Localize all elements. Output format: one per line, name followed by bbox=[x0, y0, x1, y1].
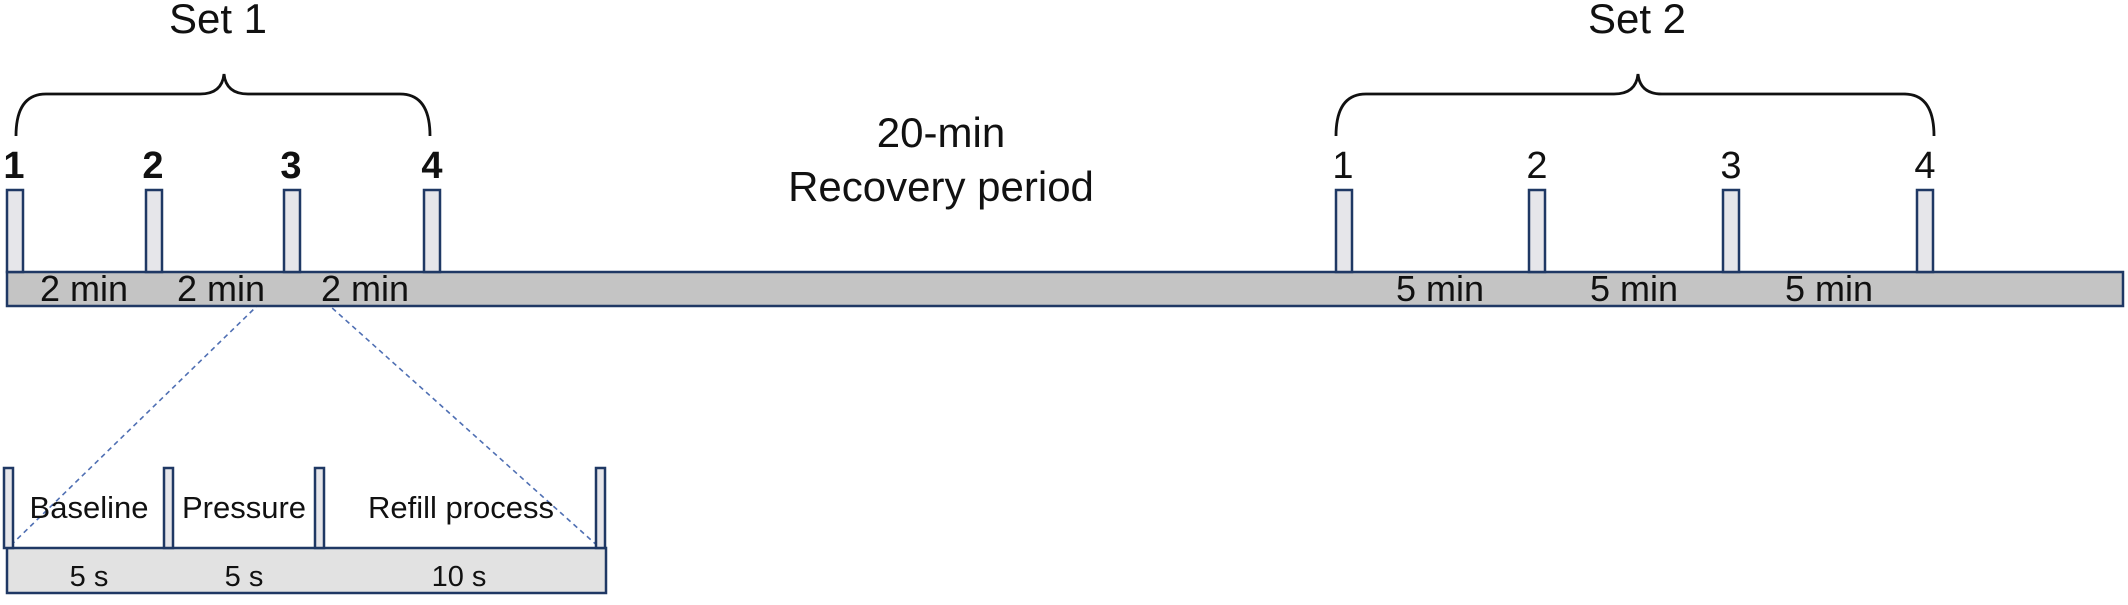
set2-interval-3: 5 min bbox=[1785, 268, 1873, 309]
set1-interval-3: 2 min bbox=[321, 268, 409, 309]
set1-title: Set 1 bbox=[169, 0, 267, 42]
detail-marker-2 bbox=[162, 466, 175, 550]
set1-marker-4-tick bbox=[422, 188, 442, 274]
detail-phase-refill: Refill process bbox=[368, 490, 554, 525]
set1-interval-2: 2 min bbox=[177, 268, 265, 309]
detail-phase-baseline: Baseline bbox=[30, 490, 149, 525]
zoom-connector-right bbox=[291, 271, 601, 549]
set1-marker-3: 3 bbox=[280, 145, 302, 274]
set2-marker-1-tick bbox=[1334, 188, 1354, 274]
set1-interval-1: 2 min bbox=[40, 268, 128, 309]
set1-marker-2-label: 2 bbox=[142, 145, 163, 187]
set2-marker-3: 3 bbox=[1720, 145, 1742, 274]
main-timeline-bar bbox=[5, 270, 2125, 308]
detail-duration-baseline: 5 s bbox=[70, 561, 109, 593]
zoom-connector-left bbox=[7, 271, 293, 549]
set1-marker-3-tick bbox=[282, 188, 302, 274]
set2-marker-4: 4 bbox=[1914, 145, 1936, 274]
detail-duration-refill: 10 s bbox=[432, 561, 487, 593]
set2-marker-1: 1 bbox=[1332, 145, 1354, 274]
recovery-label: Recovery period bbox=[788, 163, 1094, 210]
set2-brace bbox=[1334, 73, 1936, 137]
set1-marker-1: 1 bbox=[3, 145, 25, 274]
set1-marker-2: 2 bbox=[142, 145, 164, 274]
set2-interval-2: 5 min bbox=[1590, 268, 1678, 309]
set2-marker-2-label: 2 bbox=[1526, 145, 1547, 187]
detail-timeline-bar bbox=[5, 546, 608, 595]
set1-marker-3-label: 3 bbox=[280, 145, 301, 187]
set1-marker-4: 4 bbox=[421, 145, 443, 274]
set2-marker-4-label: 4 bbox=[1914, 145, 1935, 187]
detail-marker-4 bbox=[594, 466, 607, 550]
set2-title: Set 2 bbox=[1588, 0, 1686, 42]
set1-marker-1-tick bbox=[5, 188, 25, 274]
set1-marker-2-tick bbox=[144, 188, 164, 274]
detail-duration-pressure: 5 s bbox=[225, 561, 264, 593]
detail-marker-3 bbox=[313, 466, 326, 550]
recovery-duration: 20-min bbox=[877, 109, 1005, 156]
set2-marker-3-tick bbox=[1721, 188, 1741, 274]
detail-phase-pressure: Pressure bbox=[182, 490, 306, 525]
set2-interval-1: 5 min bbox=[1396, 268, 1484, 309]
set2-marker-4-tick bbox=[1915, 188, 1935, 274]
detail-marker-1 bbox=[2, 466, 15, 550]
set1-marker-4-label: 4 bbox=[421, 145, 442, 187]
set2-marker-1-label: 1 bbox=[1332, 145, 1353, 187]
set2-marker-3-label: 3 bbox=[1720, 145, 1741, 187]
set2-marker-2: 2 bbox=[1526, 145, 1548, 274]
set2-marker-2-tick bbox=[1527, 188, 1547, 274]
set1-brace bbox=[14, 73, 432, 137]
set1-marker-1-label: 1 bbox=[3, 145, 24, 187]
